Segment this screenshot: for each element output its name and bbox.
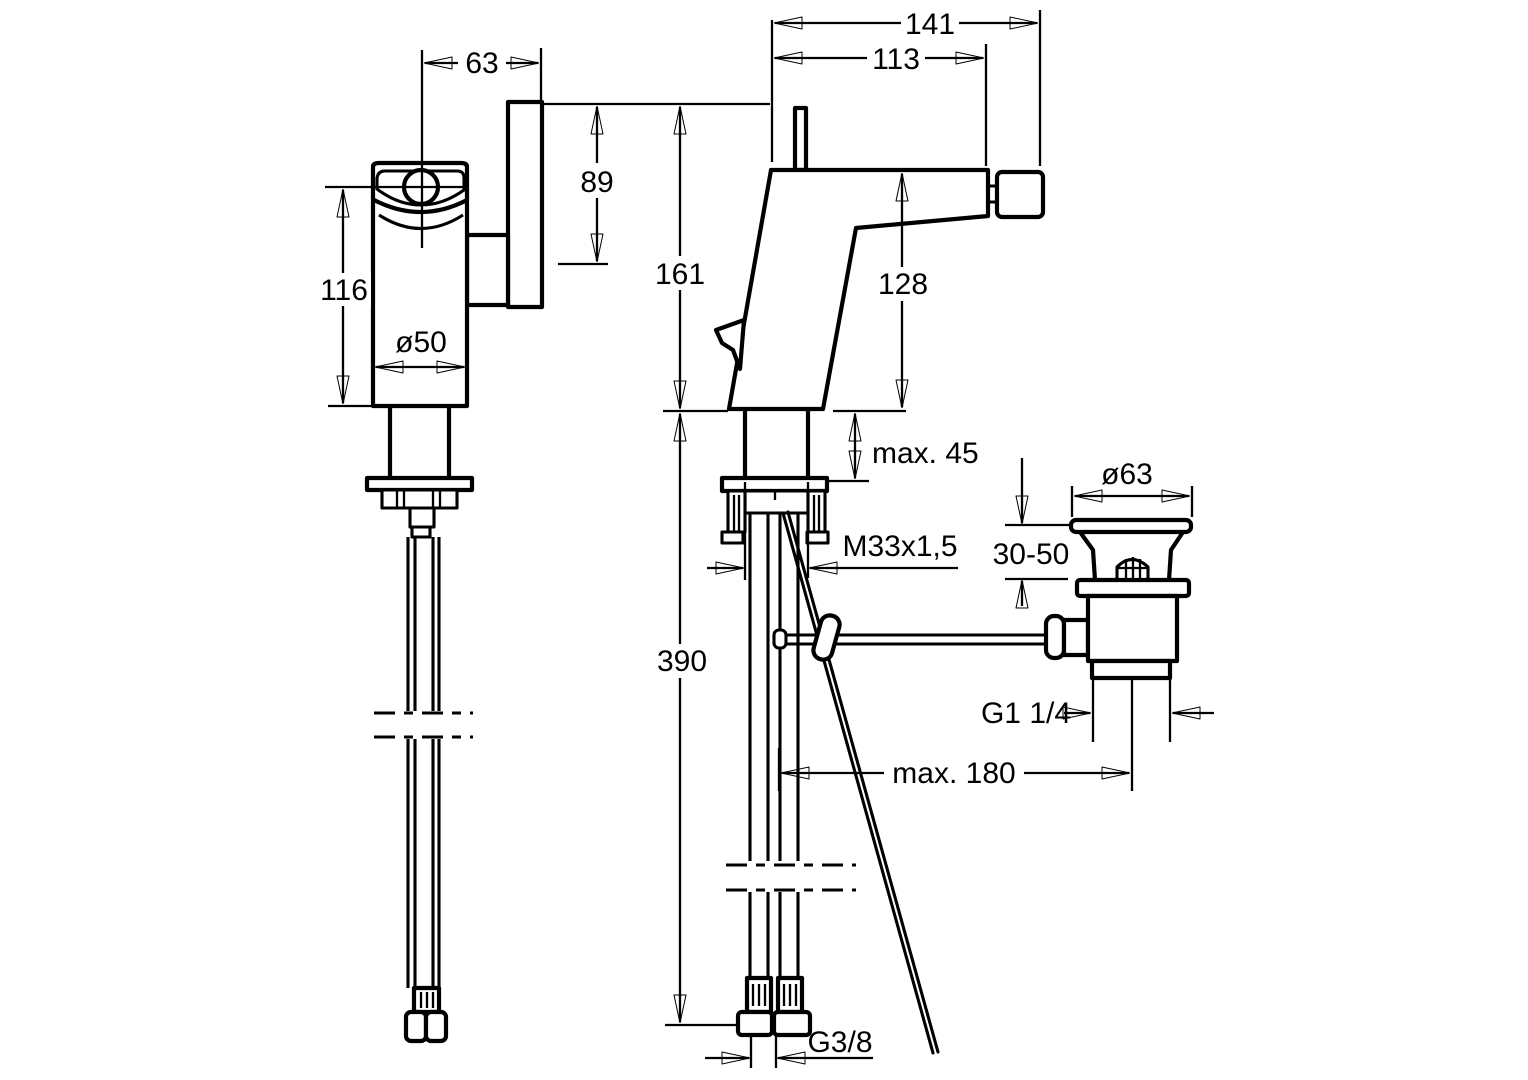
dimension-labels: 63 89 116 ø50 141 113 161 128 max. 45 M3… xyxy=(317,8,1153,1059)
dim-label-max180: max. 180 xyxy=(892,757,1015,790)
lever-handle-front xyxy=(505,99,545,310)
dim-label-161: 161 xyxy=(655,258,705,291)
pull-rod xyxy=(781,511,935,1055)
rod-boss-inner xyxy=(1061,617,1091,658)
waste-body xyxy=(1085,593,1180,664)
front-view xyxy=(325,50,545,1044)
dim-label-g114: G1 1/4 xyxy=(981,697,1071,730)
mounting-nut-front xyxy=(380,488,459,510)
pull-rod xyxy=(786,510,940,1054)
dimension-lines xyxy=(328,10,1214,1068)
dim-label-3050: 30-50 xyxy=(993,538,1070,571)
dim-label-116: 116 xyxy=(320,274,368,307)
rod-clamp xyxy=(811,613,842,662)
dim-label-g38: G3/8 xyxy=(807,1026,872,1059)
joystick-knob-side xyxy=(994,169,1046,220)
dim-label-63: 63 xyxy=(465,47,498,80)
popup-waste-view xyxy=(1043,517,1194,681)
lever-connector-front xyxy=(464,232,511,308)
spray-outlet xyxy=(713,317,747,372)
supply-hoses-front xyxy=(374,537,473,1044)
deck-flange-front xyxy=(364,475,475,493)
side-view xyxy=(713,105,1050,1055)
dim-label-390: 390 xyxy=(657,645,707,678)
popup-rod-linkage xyxy=(772,510,1050,1055)
dim-label-m33: M33x1,5 xyxy=(842,530,957,563)
supply-nut xyxy=(735,1009,775,1038)
supply-pipes-side xyxy=(726,513,856,1038)
rod-boss-outer xyxy=(1043,613,1067,661)
dim-label-128: 128 xyxy=(878,268,928,301)
mixer-body-side xyxy=(726,167,991,412)
dim-label-113: 113 xyxy=(872,43,920,76)
cap-lower-edge xyxy=(373,198,468,215)
waste-collar xyxy=(1074,577,1192,599)
hose-nut-front xyxy=(423,1009,449,1044)
dim-label-89: 89 xyxy=(580,166,613,199)
dim-label-dia50: ø50 xyxy=(395,326,447,359)
dim-label-dia63: ø63 xyxy=(1101,458,1153,491)
dim-label-141: 141 xyxy=(905,8,955,41)
dim-label-max45: max. 45 xyxy=(872,437,979,470)
deck-flange-side xyxy=(719,475,830,494)
supply-nut xyxy=(771,1009,813,1038)
lever-handle-side xyxy=(792,105,809,173)
mounting-bracket xyxy=(720,489,830,545)
hose-nut-front xyxy=(403,1009,429,1044)
waste-tailpiece xyxy=(1089,658,1173,681)
waste-flange xyxy=(1068,517,1194,535)
